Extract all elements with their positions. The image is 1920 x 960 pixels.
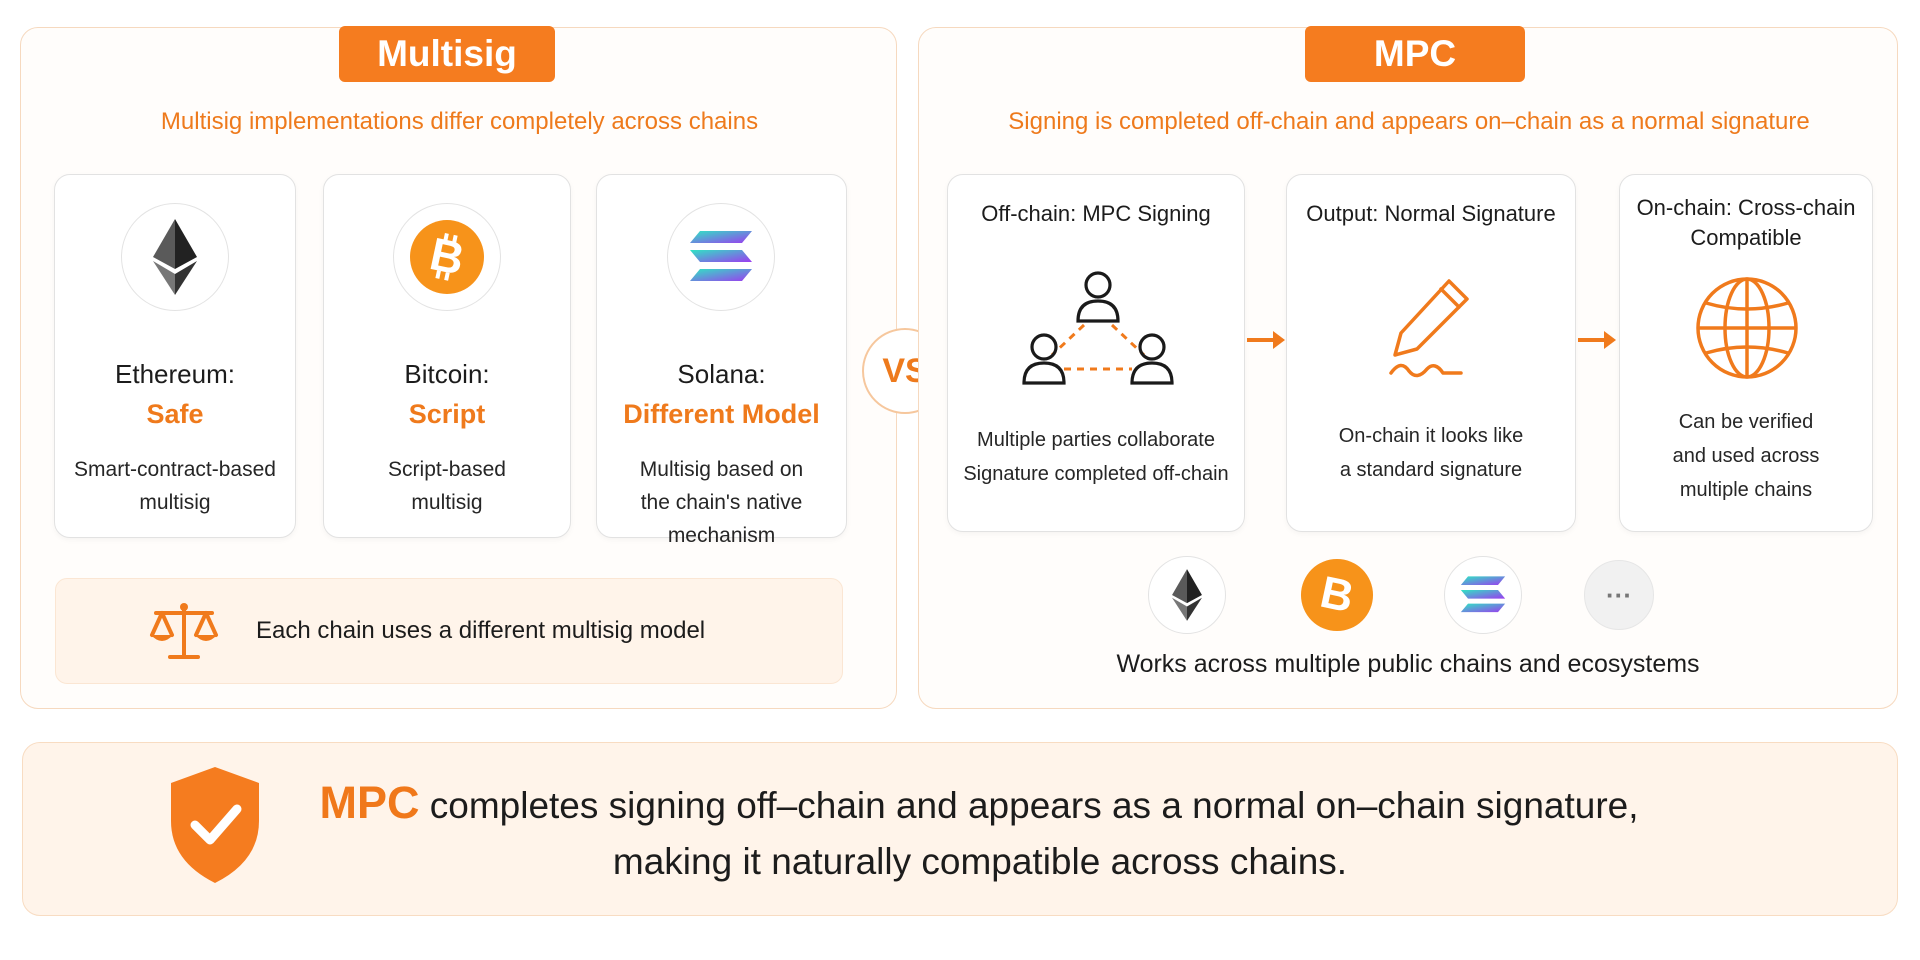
scales-icon [150,603,218,659]
mpc-step-offchain: Off-chain: MPC Signing Multiple parties … [947,174,1245,532]
parties-icon [1022,271,1174,385]
step-title: On-chain: Cross-chain Compatible [1636,195,1856,250]
multisig-subtitle: Multisig implementations differ complete… [160,108,759,135]
ethereum-card: Ethereum: Safe Smart-contract-based mult… [54,174,296,538]
step-description: On-chain it looks like a standard signat… [1338,425,1524,481]
banner-line-2: making it naturally compatible across ch… [612,841,1348,882]
mpc-subtitle: Signing is completed off-chain and appea… [1008,108,1810,135]
bitcoin-icon: B [1300,558,1374,632]
solana-icon [690,231,752,281]
summary-banner: MPC completes signing off–chain and appe… [22,742,1898,916]
chain-implementation: Safe [146,399,204,429]
chain-implementation: Script [408,399,486,429]
step-title: Off-chain: MPC Signing [981,201,1211,226]
bitcoin-logo: B [393,203,501,311]
arrow-icon [1578,331,1616,349]
multisig-panel: Multisig Multisig implementations differ… [20,26,897,709]
bitcoin-card: B Bitcoin: Script Script-based multisig [323,174,571,538]
ethereum-icon [1172,569,1202,621]
ethereum-icon [153,219,197,295]
ethereum-logo [121,203,229,311]
shield-check-icon [171,767,259,883]
eco-solana [1444,556,1522,634]
mpc-step-onchain: On-chain: Cross-chain Compatible Can be … [1619,174,1873,532]
chain-implementation: Different Model [623,399,820,429]
chain-description: Script-based multisig [388,458,506,514]
eco-ethereum [1148,556,1226,634]
bitcoin-icon: B [410,220,484,294]
chain-name: Ethereum: [115,359,235,389]
mpc-panel: MPC Signing is completed off-chain and a… [918,26,1898,709]
step-description: Can be verified and used across multiple… [1672,411,1820,501]
chain-description: Smart-contract-based multisig [74,458,276,514]
banner-accent: MPC [319,777,420,828]
banner-line-1: MPC completes signing off–chain and appe… [319,777,1639,828]
step-title: Output: Normal Signature [1306,201,1556,226]
solana-logo [667,203,775,311]
pen-signature-icon [1389,279,1469,378]
arrow-icon [1247,331,1285,349]
eco-bitcoin: B [1298,556,1376,634]
chain-name: Solana: [677,359,766,389]
solana-card: Solana: Different Model Multisig based o… [596,174,847,547]
multisig-tag: Multisig [339,26,555,82]
solana-icon [1460,576,1506,613]
more-icon: ··· [1584,560,1654,630]
step-description: Multiple parties collaborate Signature c… [963,429,1229,485]
ecosystem-caption: Works across multiple public chains and … [1116,650,1700,678]
mpc-tag: MPC [1305,26,1525,82]
mpc-step-output: Output: Normal Signature On-chain it loo… [1286,174,1576,532]
multisig-note: Each chain uses a different multisig mod… [55,578,843,684]
globe-icon [1696,277,1798,379]
chain-description: Multisig based on the chain's native mec… [639,458,804,547]
chain-name: Bitcoin: [404,359,490,389]
note-text: Each chain uses a different multisig mod… [256,617,706,644]
